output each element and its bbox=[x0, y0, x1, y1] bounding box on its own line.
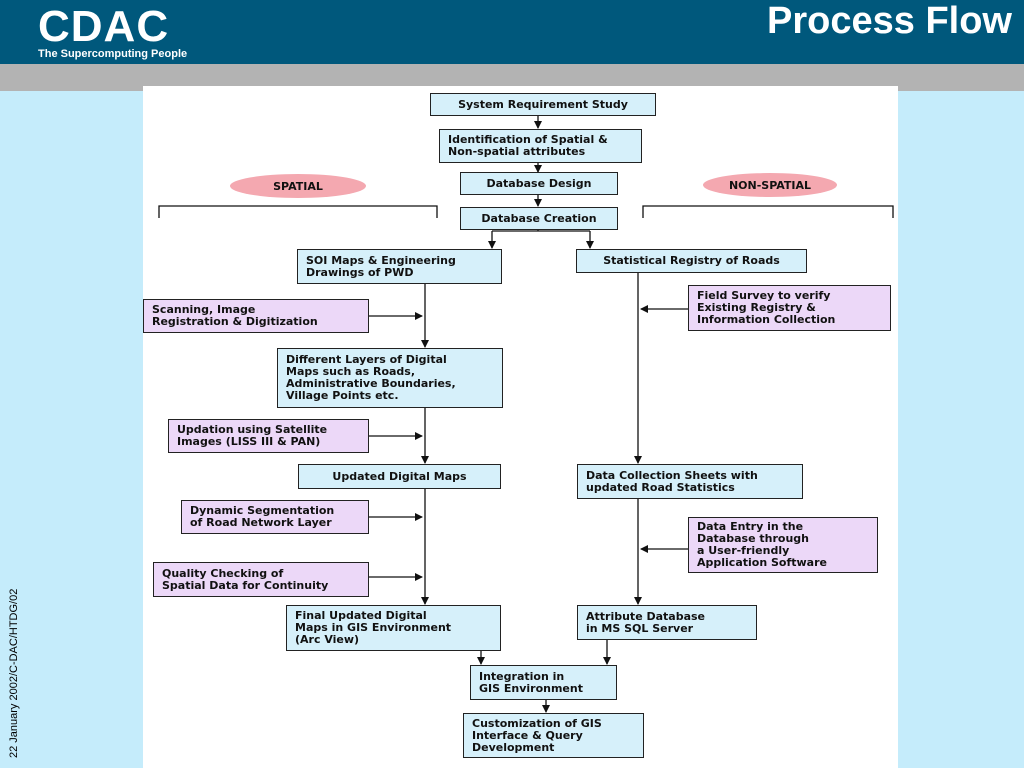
box-statistical-registry: Statistical Registry of Roads bbox=[576, 249, 807, 273]
box-digital-map-layers: Different Layers of Digital Maps such as… bbox=[277, 348, 503, 408]
box-quality-checking: Quality Checking of Spatial Data for Con… bbox=[153, 562, 369, 597]
box-soi-maps: SOI Maps & Engineering Drawings of PWD bbox=[297, 249, 502, 284]
box-field-survey: Field Survey to verify Existing Registry… bbox=[688, 285, 891, 331]
spatial-bracket bbox=[158, 205, 438, 218]
cdac-logo: CDAC bbox=[38, 2, 170, 51]
spatial-label: SPATIAL bbox=[230, 174, 366, 198]
box-integration-gis: Integration in GIS Environment bbox=[470, 665, 617, 700]
box-data-collection-sheets: Data Collection Sheets with updated Road… bbox=[577, 464, 803, 499]
header-bar: CDAC The Supercomputing People Process F… bbox=[0, 0, 1024, 64]
box-scanning-registration: Scanning, Image Registration & Digitizat… bbox=[143, 299, 369, 333]
box-data-entry: Data Entry in the Database through a Use… bbox=[688, 517, 878, 573]
box-database-creation: Database Creation bbox=[460, 207, 618, 230]
box-final-gis-maps: Final Updated Digital Maps in GIS Enviro… bbox=[286, 605, 501, 651]
box-database-design: Database Design bbox=[460, 172, 618, 195]
box-identification-attributes: Identification of Spatial & Non-spatial … bbox=[439, 129, 642, 163]
box-dynamic-segmentation: Dynamic Segmentation of Road Network Lay… bbox=[181, 500, 369, 534]
logo-tagline: The Supercomputing People bbox=[38, 48, 188, 60]
box-customization-gis: Customization of GIS Interface & Query D… bbox=[463, 713, 644, 758]
nonspatial-bracket bbox=[642, 205, 894, 218]
box-satellite-updation: Updation using Satellite Images (LISS II… bbox=[168, 419, 369, 453]
nonspatial-label: NON-SPATIAL bbox=[703, 173, 837, 197]
box-attribute-database: Attribute Database in MS SQL Server bbox=[577, 605, 757, 640]
box-updated-digital-maps: Updated Digital Maps bbox=[298, 464, 501, 489]
slide-title: Process Flow bbox=[767, 0, 1012, 42]
box-system-requirement-study: System Requirement Study bbox=[430, 93, 656, 116]
